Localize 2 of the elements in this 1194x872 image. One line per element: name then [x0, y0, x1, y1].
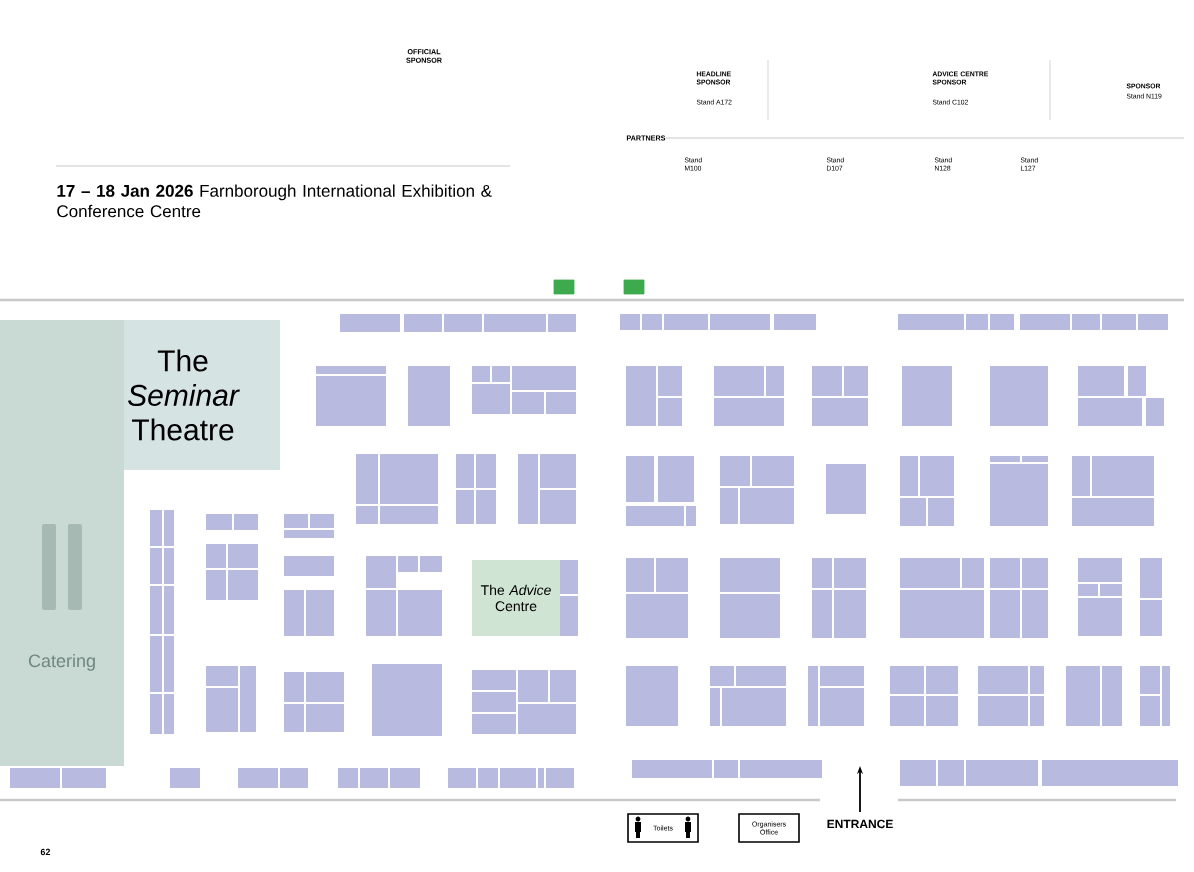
event-date-text: 17 – 18 Jan 2026 Farnborough International Exhibition & Conference Centre: [57, 184, 492, 218]
catering-area: Catering: [0, 320, 124, 766]
